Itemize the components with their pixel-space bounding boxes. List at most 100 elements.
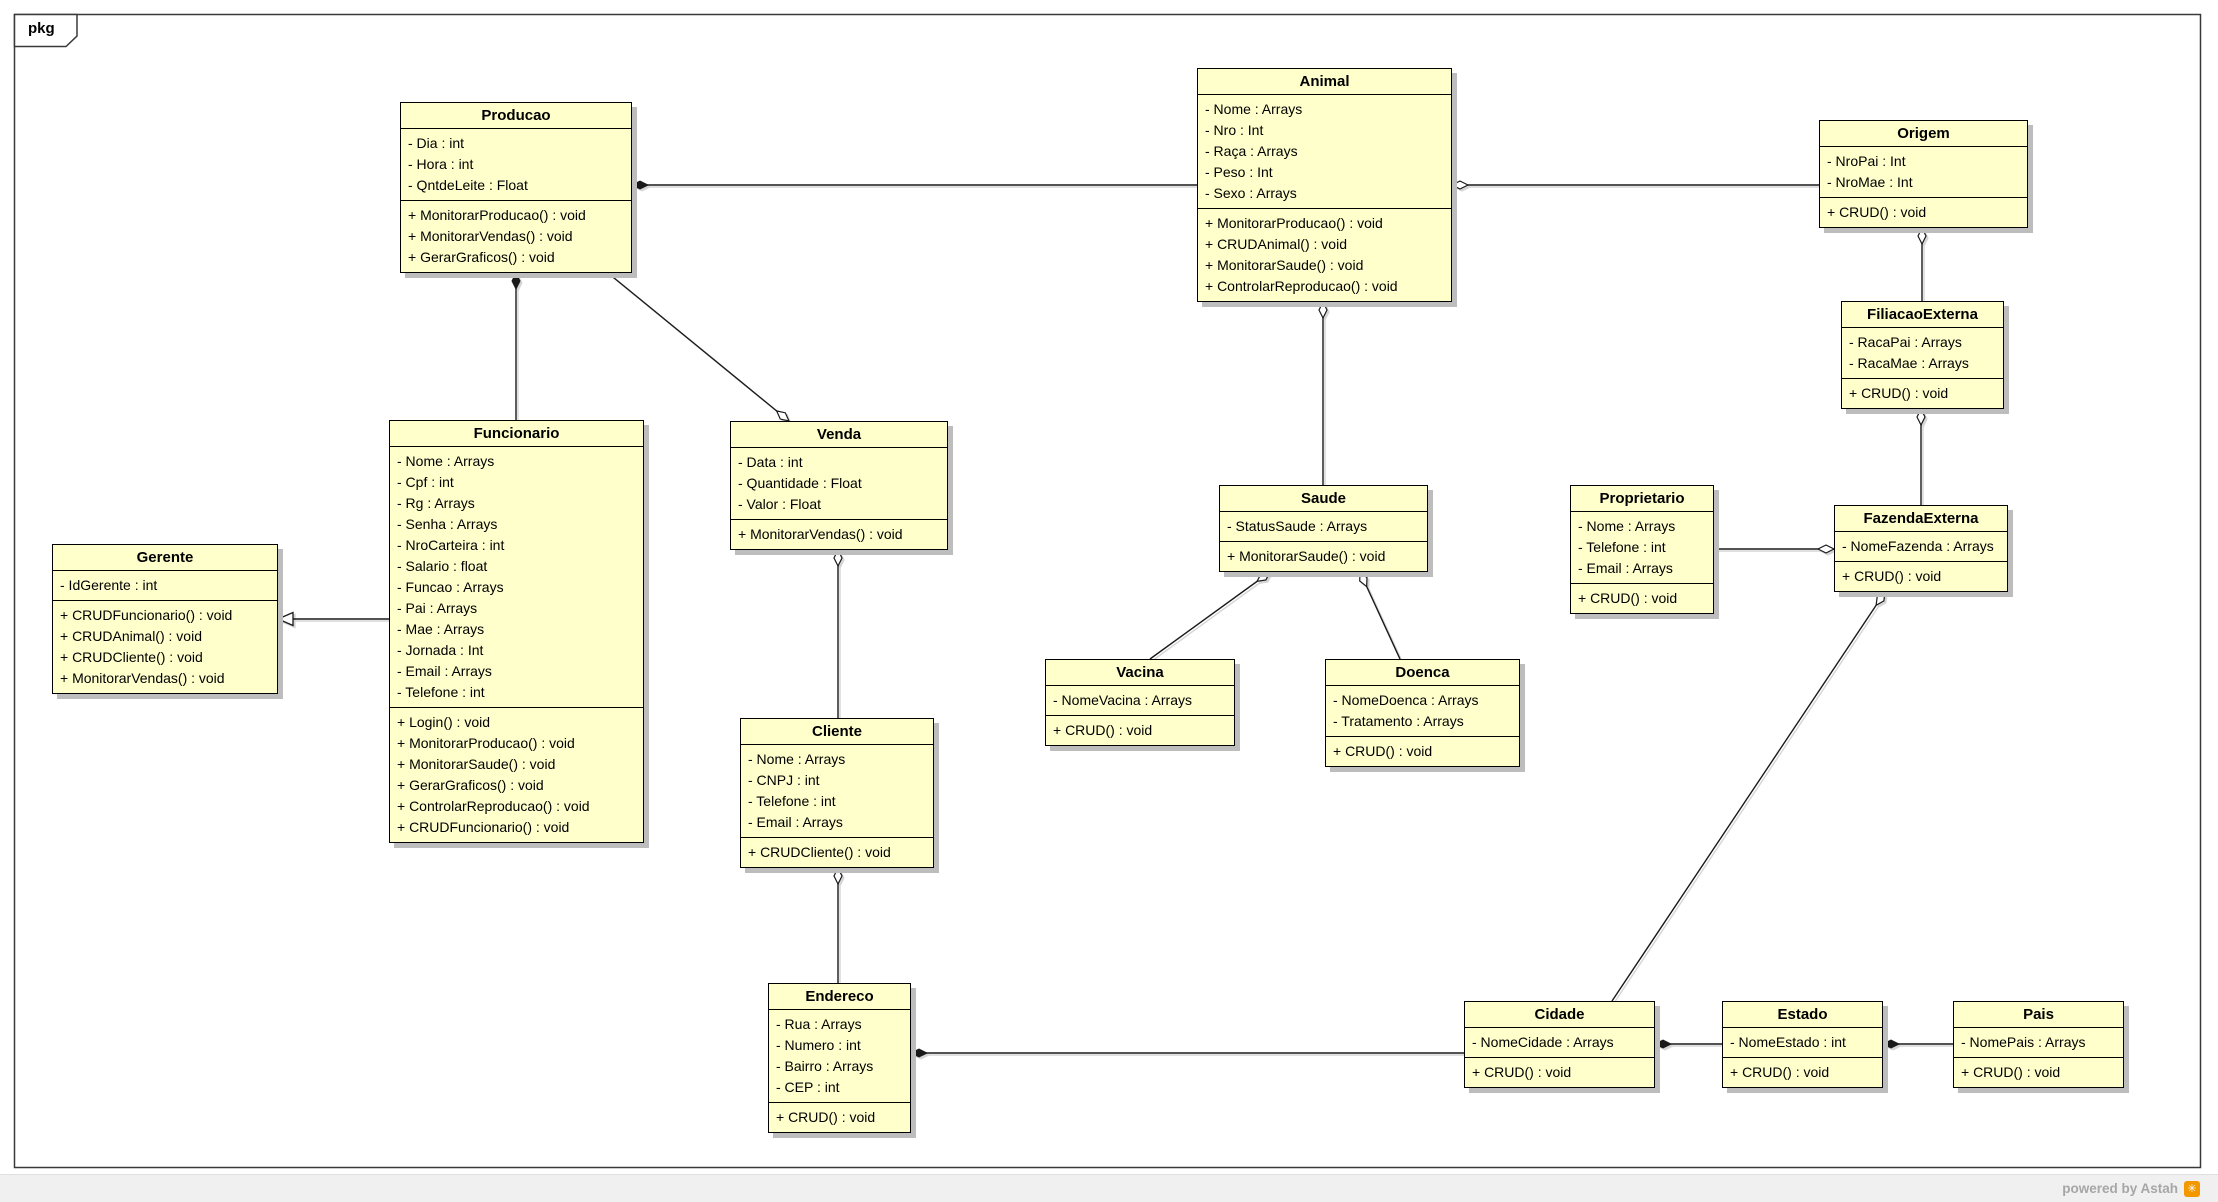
class-member: + GerarGraficos() : void (408, 249, 555, 265)
methods-section: + MonitorarProducao() : void + MonitorarV… (401, 200, 631, 272)
class-member: + MonitorarVendas() : void (60, 670, 225, 686)
attributes-section: - NroPai : Int- NroMae : Int (1820, 147, 2027, 197)
attributes-section: - Dia : int- Hora : int- QntdeLeite : Fl… (401, 129, 631, 200)
astah-logo-icon: ✳ (2184, 1180, 2200, 1197)
class-producao[interactable]: Producao - Dia : int- Hora : int- QntdeL… (400, 102, 632, 273)
methods-section: + MonitorarSaude() : void (1220, 541, 1427, 571)
class-name: Origem (1820, 121, 2027, 147)
class-member: - Mae : Arrays (397, 621, 485, 637)
class-origem[interactable]: Origem - NroPai : Int- NroMae : Int + CR… (1819, 120, 2028, 228)
class-member: - RacaMae : Arrays (1849, 355, 1969, 371)
class-member: - Hora : int (408, 156, 474, 172)
package-frame (13, 13, 2202, 1169)
class-member: - NomeEstado : int (1730, 1034, 1846, 1050)
class-member: - Data : int (738, 454, 803, 470)
class-doenca[interactable]: Doenca - NomeDoenca : Arrays- Tratamento… (1325, 659, 1520, 767)
class-member: + CRUDAnimal() : void (1205, 236, 1347, 252)
methods-section: + MonitorarProducao() : void + CRUDAnimal… (1198, 208, 1451, 301)
class-member: + CRUD() : void (1730, 1064, 1830, 1080)
class-member: - Pai : Arrays (397, 600, 478, 616)
class-name: FazendaExterna (1835, 506, 2007, 532)
class-proprietario[interactable]: Proprietario - Nome : Arrays- Telefone :… (1570, 485, 1714, 614)
footer-strip: powered by Astah ✳ (0, 1174, 2218, 1202)
class-member: - Peso : Int (1205, 164, 1273, 180)
attributes-section: - NomeFazenda : Arrays (1835, 532, 2007, 561)
methods-section: + CRUD() : void (769, 1102, 910, 1132)
class-member: - Valor : Float (738, 496, 821, 512)
class-name: Cliente (741, 719, 933, 745)
class-member: - NomeVacina : Arrays (1053, 692, 1193, 708)
methods-section: + CRUD() : void (1465, 1057, 1654, 1087)
class-member: - CEP : int (776, 1079, 840, 1095)
class-member: - Tratamento : Arrays (1333, 713, 1464, 729)
attributes-section: - Data : int - Quantidade : Float - Valor … (731, 448, 947, 519)
class-member: + CRUD() : void (1578, 590, 1678, 606)
class-name: Cidade (1465, 1002, 1654, 1028)
class-member: - Rua : Arrays (776, 1016, 862, 1032)
class-member: + MonitorarProducao() : void (408, 207, 586, 223)
class-cliente[interactable]: Cliente - Nome : Arrays- CNPJ : int- Tel… (740, 718, 934, 868)
methods-section: + CRUD() : void (1571, 583, 1713, 613)
class-gerente[interactable]: Gerente - IdGerente : int + CRUDFunciona… (52, 544, 278, 694)
class-member: + CRUDFuncionario() : void (397, 819, 570, 835)
class-member: + CRUD() : void (1842, 568, 1942, 584)
class-member: - NomeCidade : Arrays (1472, 1034, 1614, 1050)
class-pais[interactable]: Pais - NomePais : Arrays + CRUD() : void (1953, 1001, 2124, 1088)
class-fazendaexterna[interactable]: FazendaExterna - NomeFazenda : Arrays + … (1834, 505, 2008, 592)
class-cidade[interactable]: Cidade - NomeCidade : Arrays + CRUD() : … (1464, 1001, 1655, 1088)
class-name: Animal (1198, 69, 1451, 95)
class-member: - Jornada : Int (397, 642, 484, 658)
class-member: - Cpf : int (397, 474, 454, 490)
class-estado[interactable]: Estado - NomeEstado : int + CRUD() : voi… (1722, 1001, 1883, 1088)
attributes-section: - Nome : Arrays- Telefone : int- Email :… (1571, 512, 1713, 583)
class-name: Producao (401, 103, 631, 129)
methods-section: + Login() : void+ MonitorarProducao() : … (390, 707, 643, 842)
class-filiacaoexterna[interactable]: FiliacaoExterna - RacaPai : Arrays- Raca… (1841, 301, 2004, 409)
class-name: Saude (1220, 486, 1427, 512)
methods-section: + MonitorarVendas() : void (731, 519, 947, 549)
class-venda[interactable]: Venda - Data : int- Quantidade : Float- … (730, 421, 948, 550)
class-member: - Salario : float (397, 558, 488, 574)
class-animal[interactable]: Animal - Nome : Arrays- Nro : Int- Raça … (1197, 68, 1452, 302)
attributes-section: - Rua : Arrays- Numero : int- Bairro : A… (769, 1010, 910, 1102)
class-member: - NroMae : Int (1827, 174, 1913, 190)
class-member: + MonitorarSaude() : void (1205, 257, 1364, 273)
class-member: + CRUDFuncionario() : void (60, 607, 233, 623)
attributes-section: - IdGerente : int (53, 571, 277, 600)
methods-section: + CRUD() : void (1723, 1057, 1882, 1087)
class-endereco[interactable]: Endereco - Rua : Arrays- Numero : int- B… (768, 983, 911, 1133)
class-name: Gerente (53, 545, 277, 571)
methods-section: + CRUD() : void (1820, 197, 2027, 227)
class-member: + MonitorarSaude() : void (397, 756, 556, 772)
class-member: - Quantidade : Float (738, 475, 862, 491)
class-member: - RacaPai : Arrays (1849, 334, 1962, 350)
attributes-section: - StatusSaude : Arrays (1220, 512, 1427, 541)
class-member: - Senha : Arrays (397, 516, 498, 532)
class-member: - CNPJ : int (748, 772, 820, 788)
class-member: + CRUD() : void (1849, 385, 1949, 401)
class-member: + GerarGraficos() : void (397, 777, 544, 793)
class-name: Estado (1723, 1002, 1882, 1028)
class-member: - Telefone : int (1578, 539, 1666, 555)
relationship-saude-doenca (1360, 572, 1401, 660)
class-member: + MonitorarVendas() : void (408, 228, 573, 244)
methods-section: + CRUD() : void (1842, 378, 2003, 408)
class-member: + MonitorarVendas() : void (738, 526, 903, 542)
class-member: - QntdeLeite : Float (408, 177, 528, 193)
class-member: - Numero : int (776, 1037, 861, 1053)
class-member: + MonitorarProducao() : void (1205, 215, 1383, 231)
attributes-section: - NomeDoenca : Arrays- Tratamento : Arra… (1326, 686, 1519, 736)
class-vacina[interactable]: Vacina - NomeVacina : Arrays + CRUD() : … (1045, 659, 1235, 746)
attributes-section: - NomeCidade : Arrays (1465, 1028, 1654, 1057)
attributes-section: - NomeEstado : int (1723, 1028, 1882, 1057)
class-saude[interactable]: Saude - StatusSaude : Arrays + Monitorar… (1219, 485, 1428, 572)
methods-section: + CRUD() : void (1954, 1057, 2123, 1087)
package-tab (13, 13, 78, 48)
class-funcionario[interactable]: Funcionario - Nome : Arrays- Cpf : int- … (389, 420, 644, 843)
class-member: + CRUD() : void (1827, 204, 1927, 220)
class-member: - Email : Arrays (1578, 560, 1673, 576)
class-member: + CRUD() : void (1053, 722, 1153, 738)
methods-section: + CRUDFuncionario() : void+ CRUDAnimal()… (53, 600, 277, 693)
relationship-fazenda-cidade (1611, 592, 1885, 1002)
attributes-section: - Nome : Arrays- Cpf : int- Rg : Arrays-… (390, 447, 643, 707)
